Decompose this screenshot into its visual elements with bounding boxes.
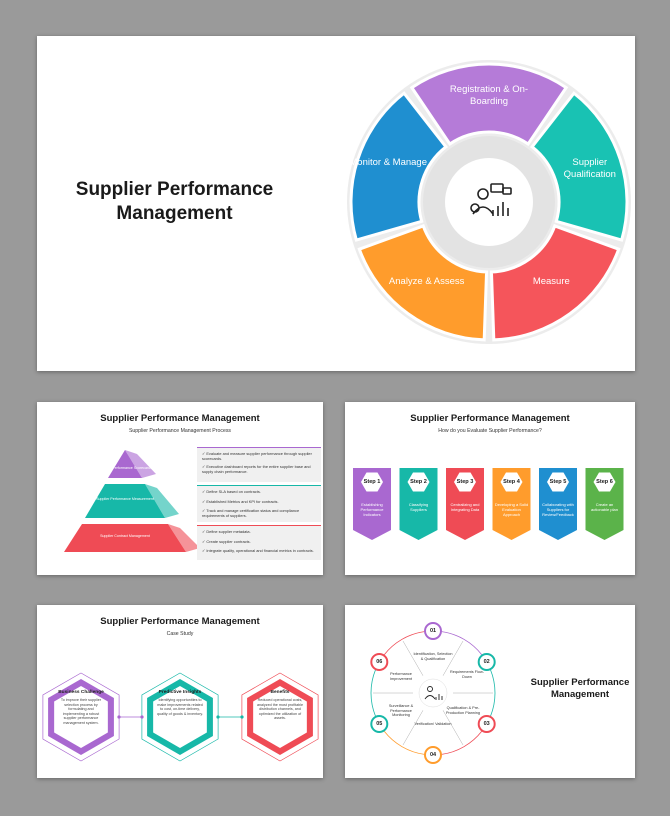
step-text-6: Create an actionable plan — [591, 502, 618, 512]
pyramid-label-2: Supplier Performance Measurement — [96, 497, 154, 501]
slide-process[interactable]: Supplier Performance Management Supplier… — [37, 402, 323, 575]
step-hex-inner — [407, 472, 430, 492]
slide-title: Supplier Performance Management — [100, 413, 260, 424]
step-hex-inner — [361, 472, 383, 492]
wheel-label-1: Registration & On-Boarding — [449, 84, 529, 107]
manager-analytics-icon — [418, 678, 448, 708]
wheel-segment-5[interactable] — [349, 91, 449, 242]
bullet-item: ✓ Define supplier metadata. — [202, 529, 251, 534]
step-hex-inner — [500, 472, 523, 492]
step-text-2: Classifying Suppliers — [408, 502, 429, 512]
pyramid-diagram — [64, 450, 200, 552]
hexagon-title-1: Business Challenge — [58, 690, 104, 695]
hexagon-title-3: Benefits — [270, 690, 290, 695]
wheel-label-4: Analyze & Assess — [388, 275, 465, 287]
hexagon-inner-1[interactable] — [54, 686, 108, 748]
bullet-item: ✓ Track and manage certification status … — [202, 508, 300, 518]
cycle-node-number-6: 06 — [376, 658, 383, 665]
cycle-label-6: Performance Improvement — [389, 672, 413, 681]
bullet-item: ✓ Create supplier contracts. — [202, 538, 251, 544]
cycle-node-number-4: 04 — [429, 751, 437, 758]
wheel-segment-4[interactable] — [357, 224, 489, 342]
cycle-node-6[interactable] — [370, 653, 389, 671]
pyramid-side-2 — [145, 484, 179, 518]
hexagon-inner-3[interactable] — [253, 686, 307, 748]
pyramid-tier-2 — [85, 484, 165, 518]
bullet-group-3: ✓ Define supplier metadata. ✓ Create supp… — [197, 525, 321, 560]
step-number-1: Step 1 — [363, 478, 381, 485]
pyramid-side-1 — [125, 450, 156, 478]
cycle-label-4: Verification/ Validation — [414, 722, 452, 726]
bullet-group-1: ✓ Evaluate and measure supplier performa… — [197, 447, 321, 482]
slide-title: Supplier Performance Management — [530, 677, 630, 700]
step-number-5: Step 5 — [549, 478, 567, 485]
pyramid-tier-3 — [64, 524, 186, 552]
step-hex-inner — [454, 472, 476, 492]
steps-diagram — [353, 468, 624, 540]
wheel-label-5: Monitor & Manage — [349, 157, 427, 169]
pyramid-side-3 — [168, 524, 200, 552]
process-wheel — [347, 60, 631, 344]
slide-title: Supplier Performance Management — [410, 413, 570, 424]
bullet-item: ✓ Established Metrics and KPI for contra… — [202, 498, 279, 504]
cycle-label-3: Qualification & Pre-Production Planning — [446, 706, 480, 715]
slide-case-study[interactable]: Supplier Performance Management Case Stu… — [37, 605, 323, 778]
wheel-segment-2[interactable] — [529, 91, 629, 242]
hexagon-text-2: Identifying opportunities to make improv… — [156, 698, 204, 716]
cycle-node-number-5: 05 — [376, 720, 383, 727]
step-text-1: Establishing Performance Indicators — [360, 502, 384, 517]
pyramid-tier-1 — [108, 450, 142, 478]
slide-title: Supplier Performance Management — [75, 179, 274, 224]
cycle-label-5: Surveillance & Performance Monitoring — [388, 704, 414, 718]
manager-analytics-icon — [445, 158, 533, 246]
step-text-5: Collaborating with Suppliers for Review/… — [542, 502, 574, 517]
wheel-label-2: Supplier Qualification — [563, 157, 616, 181]
cycle-node-4[interactable] — [424, 746, 442, 764]
step-text-4: Developing a Solid Evaluation Approach — [494, 502, 529, 517]
cycle-node-number-3: 03 — [483, 720, 490, 727]
step-number-6: Step 6 — [596, 478, 613, 485]
slide-title: Supplier Performance Management — [100, 616, 260, 627]
bullet-item: ✓ Define SLA based on contracts. — [202, 489, 261, 494]
slide-steps[interactable]: Supplier Performance Management How do y… — [345, 402, 635, 575]
cycle-node-number-1: 01 — [429, 627, 437, 634]
slide-subtitle: Case Study — [166, 631, 194, 637]
wheel-segment-1[interactable] — [409, 62, 569, 147]
bullet-item: ✓ Integrate quality, operational and fin… — [202, 548, 314, 553]
step-hex-inner — [593, 472, 616, 492]
slide-main[interactable]: Supplier Performance Management Registra… — [37, 36, 635, 371]
hexagon-diagram — [42, 672, 319, 762]
cycle-diagram — [370, 622, 496, 764]
hexagon-text-1: To improve their supplier selection proc… — [60, 698, 102, 725]
cycle-label-2: Requirements Flow-Down — [450, 670, 484, 679]
step-hex-inner — [547, 472, 569, 492]
cycle-node-2[interactable] — [477, 653, 496, 671]
hexagon-inner-2[interactable] — [153, 686, 207, 748]
step-number-4: Step 4 — [503, 478, 520, 485]
wheel-label-3: Measure — [532, 275, 570, 287]
step-text-3: Centralizing and Integrating Data — [450, 502, 480, 512]
cycle-node-3[interactable] — [477, 715, 496, 733]
step-number-3: Step 3 — [456, 478, 474, 485]
hexagon-text-3: Reduced operational costs, analyzed the … — [256, 698, 304, 720]
hexagon-title-2: Predictive Insights — [158, 690, 202, 695]
bullet-item: ✓ Executive dashboard reports for the en… — [202, 464, 311, 474]
step-number-2: Step 2 — [410, 478, 427, 485]
pyramid-label-3: Supplier Contract Management — [100, 534, 150, 538]
cycle-node-1[interactable] — [424, 622, 442, 640]
cycle-label-1: Identification, Selection & Qualificatio… — [413, 652, 453, 661]
slide-subtitle: How do you Evaluate Supplier Performance… — [438, 428, 542, 434]
pyramid-label-1: Supplier Performance Scorecards — [98, 466, 152, 470]
bullet-item: ✓ Evaluate and measure supplier performa… — [202, 451, 312, 461]
wheel-segment-3[interactable] — [489, 224, 621, 342]
cycle-node-5[interactable] — [370, 715, 389, 733]
cycle-node-number-2: 02 — [483, 658, 490, 665]
slide-subtitle: Supplier Performance Management Process — [128, 428, 232, 434]
bullet-group-2: ✓ Define SLA based on contracts. ✓ Establ… — [197, 485, 321, 522]
